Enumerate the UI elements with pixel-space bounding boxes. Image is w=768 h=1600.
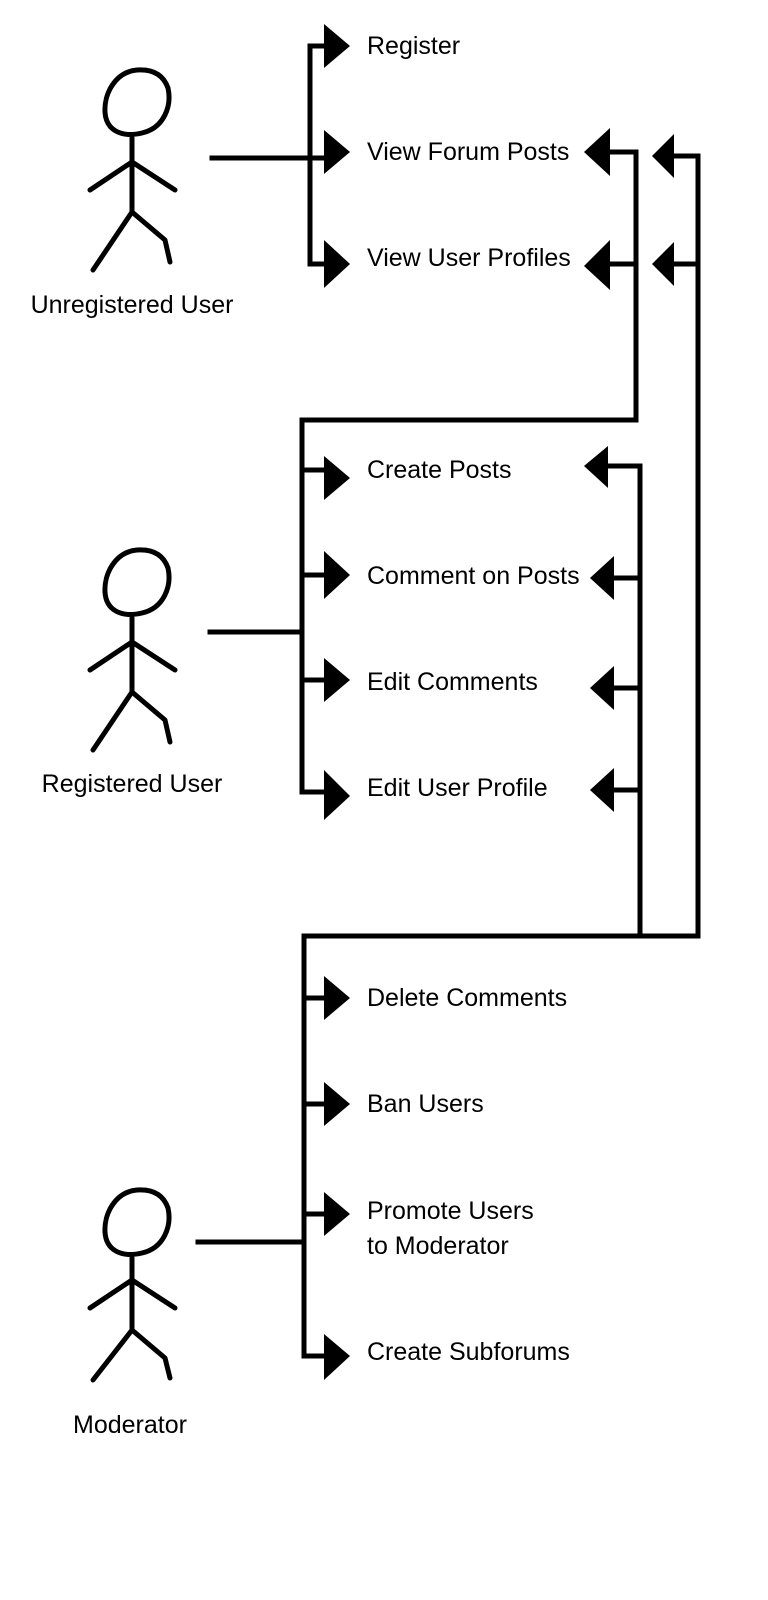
arrowhead-icon: [324, 1334, 350, 1380]
arrowhead-icon: [324, 976, 350, 1020]
arrowhead-left-icon: [652, 242, 674, 286]
use-case-edit-comments: Edit Comments: [367, 668, 538, 696]
use-case-promote-users: Promote Users: [367, 1197, 534, 1225]
connectors-moderator: [195, 933, 350, 1380]
actor-label-moderator: Moderator: [73, 1411, 187, 1439]
use-case-delete-comments: Delete Comments: [367, 984, 567, 1012]
use-case-comment-on-posts: Comment on Posts: [367, 562, 580, 590]
actor-moderator: Moderator: [73, 1187, 187, 1439]
use-cases-unregistered: Register View Forum Posts View User Prof…: [367, 32, 571, 272]
use-cases-registered: Create Posts Comment on Posts Edit Comme…: [367, 456, 580, 802]
actor-label-registered: Registered User: [42, 770, 223, 798]
use-case-create-subforums: Create Subforums: [367, 1338, 570, 1366]
use-case-create-posts: Create Posts: [367, 456, 512, 484]
use-case-promote-users-line2: to Moderator: [367, 1232, 509, 1260]
arrowhead-icon: [324, 1192, 350, 1236]
arrowhead-icon: [324, 1082, 350, 1126]
arrowhead-icon: [324, 456, 350, 500]
arrowhead-left-icon: [584, 446, 608, 488]
arrowhead-left-icon: [590, 768, 614, 812]
connectors-unregistered: [209, 24, 350, 288]
arrowhead-icon: [324, 551, 350, 599]
use-case-view-forum-posts: View Forum Posts: [367, 138, 569, 166]
use-case-view-user-profiles: View User Profiles: [367, 244, 571, 272]
arrowhead-left-icon: [584, 240, 610, 290]
stick-figure-icon: [87, 547, 178, 753]
actor-label-unregistered: Unregistered User: [31, 291, 234, 319]
arrowhead-icon: [324, 770, 350, 820]
arrowhead-left-icon: [652, 134, 674, 178]
arrowhead-icon: [324, 24, 350, 68]
arrowhead-left-icon: [590, 666, 614, 710]
arrowhead-icon: [324, 130, 350, 174]
use-case-ban-users: Ban Users: [367, 1090, 484, 1118]
use-cases-moderator: Delete Comments Ban Users Promote Users …: [367, 984, 570, 1366]
stick-figure-icon: [87, 1187, 178, 1383]
use-case-edit-user-profile: Edit User Profile: [367, 774, 548, 802]
inheritance-registered-to-unregistered: [299, 128, 639, 423]
use-case-register: Register: [367, 32, 460, 60]
arrowhead-icon: [324, 658, 350, 702]
arrowhead-icon: [324, 240, 350, 288]
arrowhead-left-icon: [584, 128, 610, 176]
connectors-registered: [207, 417, 350, 820]
stick-figure-icon: [87, 67, 178, 273]
actor-unregistered-user: Unregistered User: [31, 67, 234, 319]
arrowhead-left-icon: [590, 556, 614, 600]
actor-registered-user: Registered User: [42, 547, 223, 798]
inheritance-moderator: [301, 134, 701, 939]
